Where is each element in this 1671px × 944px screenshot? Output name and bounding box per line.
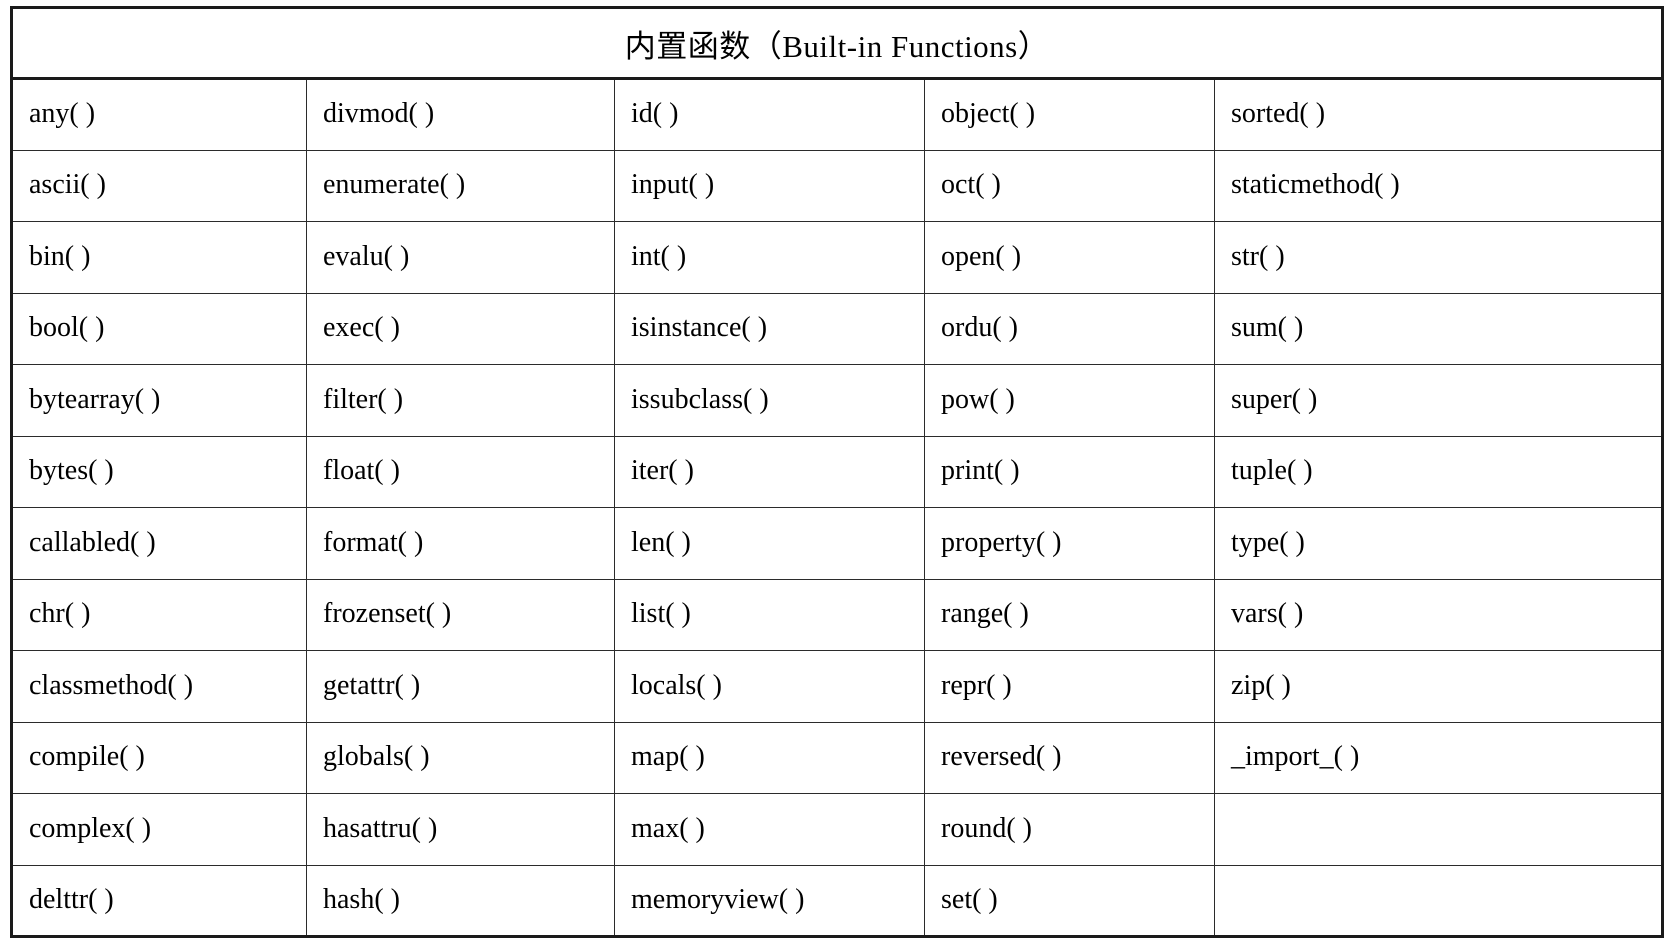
function-cell: bool( ) <box>11 292 307 365</box>
function-cell: super( ) <box>1214 364 1663 436</box>
table-row: classmethod( )getattr( )locals( )repr( )… <box>11 650 1663 722</box>
function-cell: locals( ) <box>614 650 925 722</box>
function-cell: repr( ) <box>924 650 1215 722</box>
function-cell: bytes( ) <box>11 435 307 508</box>
function-cell: chr( ) <box>11 578 307 651</box>
function-cell: bin( ) <box>11 221 307 293</box>
function-cell: reversed( ) <box>924 721 1215 794</box>
function-cell: oct( ) <box>924 149 1215 222</box>
function-cell: int( ) <box>614 221 925 293</box>
function-cell: sum( ) <box>1214 292 1663 365</box>
function-cell: map( ) <box>614 721 925 794</box>
function-cell: id( ) <box>614 78 925 150</box>
function-cell: type( ) <box>1214 507 1663 579</box>
function-cell: vars( ) <box>1214 578 1663 651</box>
function-cell: bytearray( ) <box>11 364 307 436</box>
function-cell: exec( ) <box>306 292 615 365</box>
function-cell: globals( ) <box>306 721 615 794</box>
builtin-functions-table: 内置函数（Built-in Functions） any( )divmod( )… <box>10 6 1664 938</box>
table-body: any( )divmod( )id( )object( )sorted( )as… <box>11 78 1663 937</box>
function-cell: any( ) <box>11 78 307 150</box>
table-row: bin( )evalu( )int( )open( )str( ) <box>11 221 1663 293</box>
function-cell: format( ) <box>306 507 615 579</box>
function-cell: evalu( ) <box>306 221 615 293</box>
function-cell: ordu( ) <box>924 292 1215 365</box>
function-cell: tuple( ) <box>1214 435 1663 508</box>
function-cell: set( ) <box>924 864 1215 937</box>
function-cell: hash( ) <box>306 864 615 937</box>
function-cell: property( ) <box>924 507 1215 579</box>
function-cell: zip( ) <box>1214 650 1663 722</box>
function-cell: open( ) <box>924 221 1215 293</box>
function-cell: classmethod( ) <box>11 650 307 722</box>
function-cell: max( ) <box>614 793 925 865</box>
table-row: complex( )hasattru( )max( )round( ) <box>11 793 1663 865</box>
function-cell: getattr( ) <box>306 650 615 722</box>
function-cell-empty <box>1214 864 1663 937</box>
function-cell: sorted( ) <box>1214 78 1663 150</box>
function-cell: delttr( ) <box>11 864 307 937</box>
table-row: bytearray( )filter( )issubclass( )pow( )… <box>11 364 1663 436</box>
table-header: 内置函数（Built-in Functions） <box>11 7 1663 80</box>
function-cell: callabled( ) <box>11 507 307 579</box>
function-cell: issubclass( ) <box>614 364 925 436</box>
function-cell: enumerate( ) <box>306 149 615 222</box>
table-row: callabled( )format( )len( )property( )ty… <box>11 507 1663 579</box>
function-cell: memoryview( ) <box>614 864 925 937</box>
function-cell: len( ) <box>614 507 925 579</box>
builtin-functions-table-wrapper: 内置函数（Built-in Functions） any( )divmod( )… <box>10 6 1664 938</box>
function-cell: hasattru( ) <box>306 793 615 865</box>
function-cell: complex( ) <box>11 793 307 865</box>
function-cell: staticmethod( ) <box>1214 149 1663 222</box>
function-cell: frozenset( ) <box>306 578 615 651</box>
table-row: chr( )frozenset( )list( )range( )vars( ) <box>11 578 1663 651</box>
function-cell: divmod( ) <box>306 78 615 150</box>
table-row: bytes( )float( )iter( )print( )tuple( ) <box>11 435 1663 508</box>
function-cell: range( ) <box>924 578 1215 651</box>
function-cell-empty <box>1214 793 1663 865</box>
function-cell: round( ) <box>924 793 1215 865</box>
function-cell: input( ) <box>614 149 925 222</box>
function-cell: iter( ) <box>614 435 925 508</box>
table-row: any( )divmod( )id( )object( )sorted( ) <box>11 78 1663 150</box>
function-cell: object( ) <box>924 78 1215 150</box>
function-cell: _import_( ) <box>1214 721 1663 794</box>
function-cell: compile( ) <box>11 721 307 794</box>
table-title-row: 内置函数（Built-in Functions） <box>11 7 1663 80</box>
table-row: bool( )exec( )isinstance( )ordu( )sum( ) <box>11 292 1663 365</box>
table-title: 内置函数（Built-in Functions） <box>11 7 1663 80</box>
function-cell: list( ) <box>614 578 925 651</box>
table-row: delttr( )hash( )memoryview( )set( ) <box>11 864 1663 937</box>
function-cell: isinstance( ) <box>614 292 925 365</box>
function-cell: ascii( ) <box>11 149 307 222</box>
function-cell: filter( ) <box>306 364 615 436</box>
function-cell: pow( ) <box>924 364 1215 436</box>
table-row: compile( )globals( )map( )reversed( )_im… <box>11 721 1663 794</box>
table-row: ascii( )enumerate( )input( )oct( )static… <box>11 149 1663 222</box>
function-cell: float( ) <box>306 435 615 508</box>
function-cell: str( ) <box>1214 221 1663 293</box>
function-cell: print( ) <box>924 435 1215 508</box>
